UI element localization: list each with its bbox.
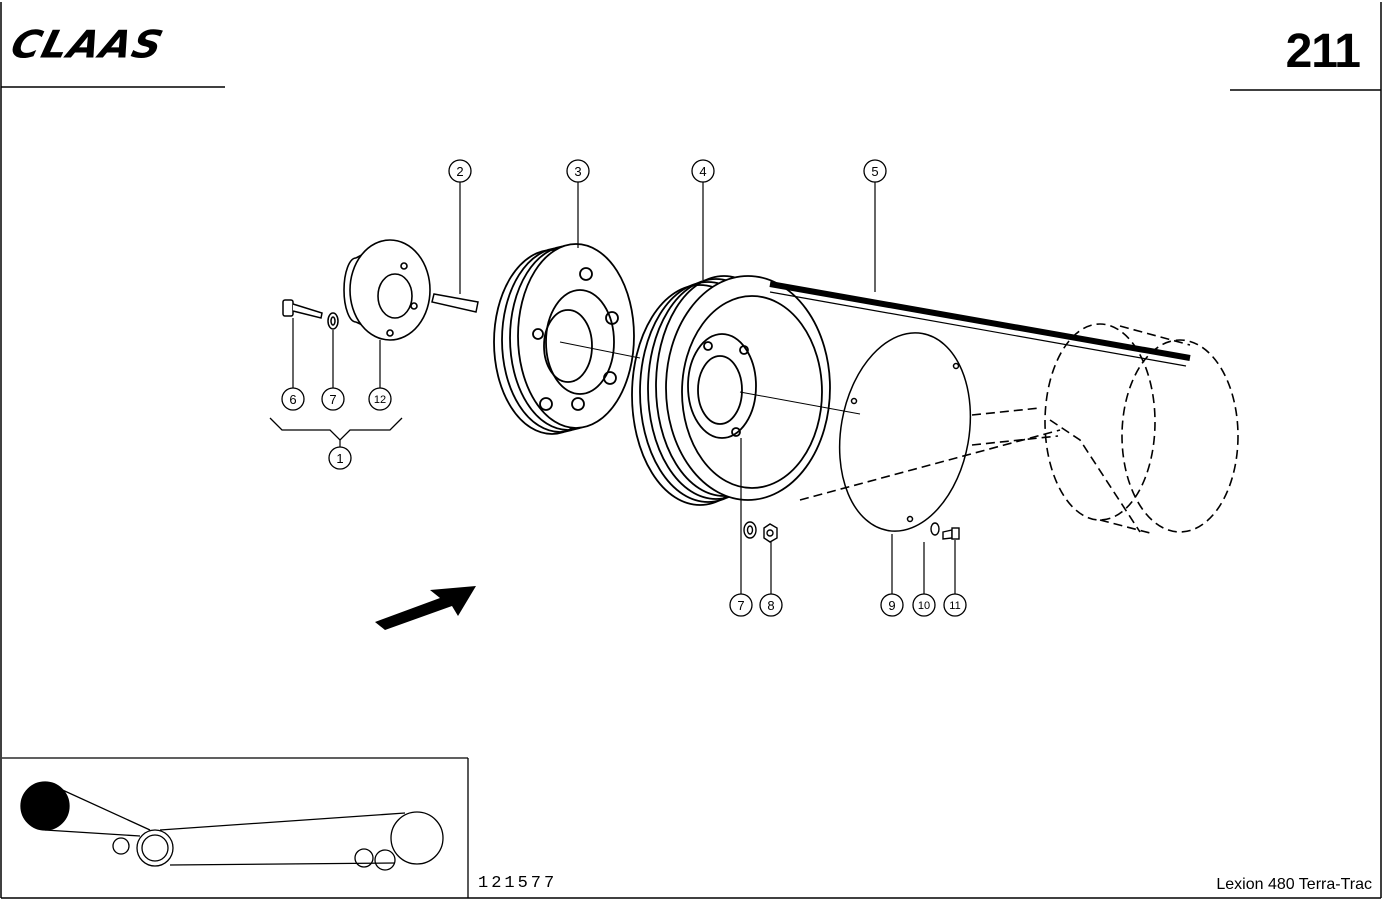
callout-6: 6 — [289, 392, 296, 407]
pulley-part — [493, 243, 635, 435]
nut-part — [763, 523, 778, 543]
bolt-part — [282, 299, 323, 319]
callout-9: 9 — [888, 598, 895, 613]
axis-lines — [559, 341, 861, 415]
large-pulley-part — [631, 275, 831, 506]
inset-idler-a — [354, 848, 374, 868]
overview-inset — [2, 757, 469, 898]
washer-part-right — [930, 522, 940, 536]
callout-4: 4 — [699, 164, 706, 179]
flange-hub-part — [343, 239, 431, 341]
drum-dashed — [799, 323, 1239, 534]
washer-part-upper — [327, 312, 339, 330]
direction-arrow — [375, 586, 476, 630]
drawing-number: 121577 — [478, 874, 558, 893]
callout-labels: 1 2 3 4 5 6 7 7 8 9 10 11 12 — [289, 164, 960, 613]
model-name: Lexion 480 Terra-Trac — [1216, 876, 1372, 893]
belt-part — [769, 281, 1191, 367]
callout-8: 8 — [767, 598, 774, 613]
inset-idler-small — [112, 837, 130, 855]
callout-circles — [281, 159, 967, 617]
callout-11: 11 — [949, 600, 960, 612]
callout-10: 10 — [918, 600, 930, 612]
callout-7-upper: 7 — [329, 392, 336, 407]
cover-disc-part — [838, 332, 972, 532]
callout-12: 12 — [374, 394, 386, 406]
screw-part — [942, 527, 960, 540]
inset-big-pulley — [390, 811, 444, 865]
callout-2: 2 — [456, 164, 463, 179]
washer-part-lower — [743, 521, 757, 539]
page-number: 211 — [1285, 25, 1361, 78]
leader-lines — [292, 182, 956, 594]
callout-1: 1 — [336, 451, 343, 466]
inset-idler-b — [374, 849, 396, 871]
key-pin-part — [431, 293, 479, 313]
callout-5: 5 — [871, 164, 878, 179]
callout-3: 3 — [574, 164, 581, 179]
inset-drive-pulley — [136, 829, 174, 867]
callout-7-lower: 7 — [737, 598, 744, 613]
brand-logo: CLAAS — [6, 23, 169, 67]
group-bracket — [269, 417, 403, 441]
